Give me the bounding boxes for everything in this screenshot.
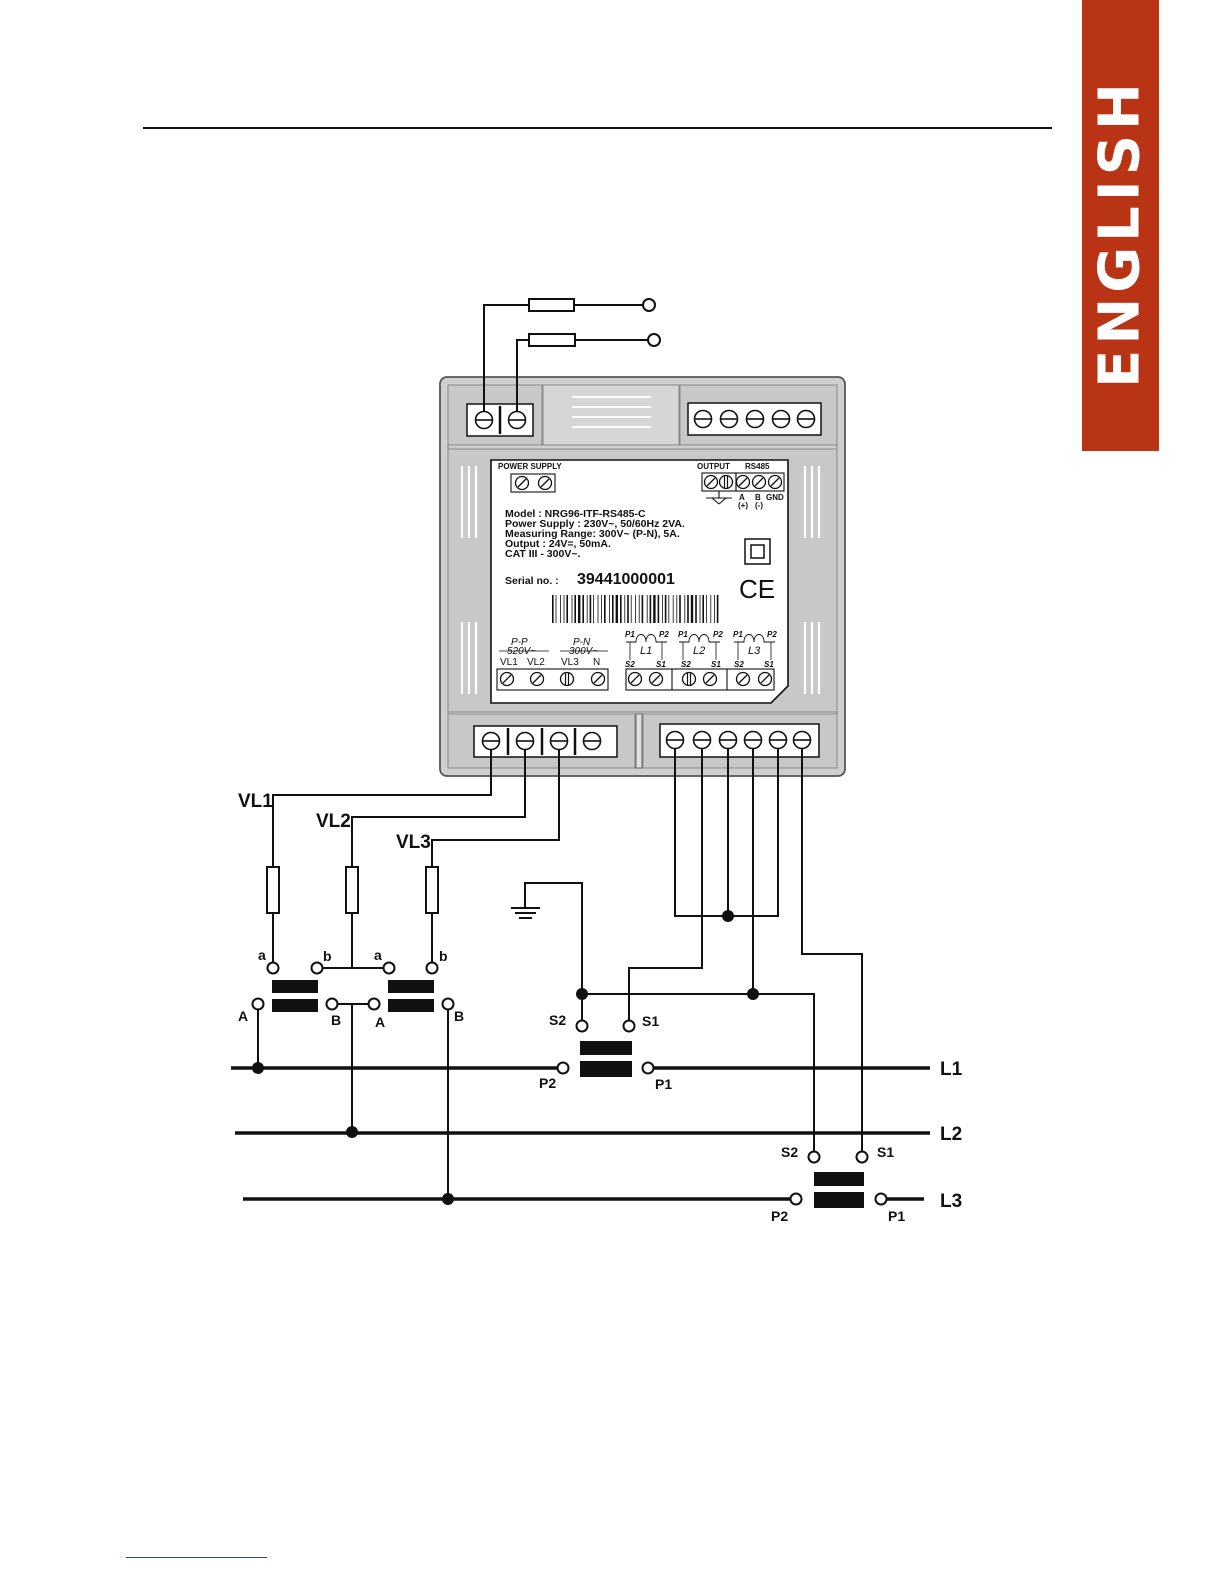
power-supply-label: POWER SUPPLY bbox=[498, 462, 562, 471]
ct1-p1-label: P1 bbox=[655, 1076, 672, 1092]
svg-text:S1: S1 bbox=[764, 660, 774, 669]
line-l3-label: L3 bbox=[940, 1191, 962, 1212]
vt1-A-label: A bbox=[238, 1008, 248, 1024]
output-label: OUTPUT bbox=[697, 462, 730, 471]
double-insulation-icon bbox=[744, 538, 771, 565]
serial-value: 39441000001 bbox=[577, 571, 675, 588]
language-tab: ENGLISH bbox=[1082, 0, 1159, 451]
ct1-s2-label: S2 bbox=[549, 1012, 566, 1028]
vt2-A-label: A bbox=[375, 1014, 385, 1030]
footer-rule bbox=[126, 1557, 267, 1558]
ct3-s2-label: S2 bbox=[781, 1144, 798, 1160]
vt1-a-label: a bbox=[258, 947, 266, 963]
ct3-p1-label: P1 bbox=[888, 1208, 905, 1224]
spec-category: CAT III - 300V~. bbox=[505, 548, 580, 560]
rs485-b-sign: (-) bbox=[755, 501, 763, 510]
svg-text:P2: P2 bbox=[713, 630, 723, 639]
line-l1-label: L1 bbox=[940, 1059, 963, 1080]
svg-text:S2: S2 bbox=[734, 660, 744, 669]
terminal-n-label: N bbox=[593, 657, 600, 668]
pp-value: 520V~ bbox=[507, 646, 536, 657]
main-lines bbox=[231, 1066, 930, 1201]
spec-model: Model : NRG96-ITF-RS485-C bbox=[505, 508, 646, 520]
spec-output: Output : 24V=, 50mA. bbox=[505, 538, 611, 550]
svg-text:S2: S2 bbox=[625, 660, 635, 669]
svg-text:L1: L1 bbox=[640, 645, 652, 657]
ct-symbol-l3: P1 P2 L3 S2 S1 bbox=[733, 630, 777, 669]
svg-text:P2: P2 bbox=[659, 630, 669, 639]
svg-text:P1: P1 bbox=[733, 630, 743, 639]
serial-label: Serial no. : bbox=[505, 575, 559, 587]
barcode bbox=[552, 595, 719, 623]
vl2-label: VL2 bbox=[316, 811, 351, 832]
svg-text:L2: L2 bbox=[693, 645, 705, 657]
rs485-a-sign: (+) bbox=[738, 501, 748, 510]
spec-power-supply: Power Supply : 230V~, 50/60Hz 2VA. bbox=[505, 518, 685, 530]
voltage-wiring bbox=[251, 749, 560, 1199]
vt2-a-label: a bbox=[374, 947, 382, 963]
vt2-B-label: B bbox=[454, 1008, 464, 1024]
current-wiring bbox=[511, 748, 869, 1208]
ct-symbol-l2: P1 P2 L2 S2 S1 bbox=[678, 630, 723, 669]
svg-text:P1: P1 bbox=[625, 630, 635, 639]
terminal-vl1-label: VL1 bbox=[500, 657, 518, 668]
ct1-p2-label: P2 bbox=[539, 1075, 556, 1091]
meter-device: POWER SUPPLY OUTPUT RS485 A (+) B (-) GN… bbox=[439, 376, 846, 777]
vt2-b-label: b bbox=[439, 948, 448, 964]
ct-symbol-l1: P1 P2 L1 S2 S1 bbox=[625, 630, 669, 669]
ct3-p2-label: P2 bbox=[771, 1208, 788, 1224]
rs485-a-label: A bbox=[739, 493, 745, 502]
rs485-b-label: B bbox=[755, 493, 761, 502]
junction-dots bbox=[252, 910, 759, 1205]
rs485-label: RS485 bbox=[745, 462, 770, 471]
svg-text:P2: P2 bbox=[767, 630, 777, 639]
svg-text:L3: L3 bbox=[748, 645, 761, 657]
vl3-label: VL3 bbox=[396, 832, 431, 853]
rs485-gnd-label: GND bbox=[766, 493, 784, 502]
spec-measuring-range: Measuring Range: 300V~ (P-N), 5A. bbox=[505, 528, 680, 540]
svg-text:S1: S1 bbox=[711, 660, 721, 669]
vt1-B-label: B bbox=[331, 1012, 341, 1028]
ct3-s1-label: S1 bbox=[877, 1144, 894, 1160]
pn-label: P-N bbox=[573, 637, 591, 648]
transistor-icon bbox=[706, 491, 732, 505]
vt1-b-label: b bbox=[323, 948, 332, 964]
svg-text:S1: S1 bbox=[656, 660, 666, 669]
svg-text:S2: S2 bbox=[681, 660, 691, 669]
pn-value: 300V~ bbox=[569, 646, 598, 657]
vl1-label: VL1 bbox=[238, 791, 273, 812]
svg-text:P1: P1 bbox=[678, 630, 688, 639]
power-supply-wiring bbox=[483, 298, 661, 412]
pp-label: P-P bbox=[511, 637, 528, 648]
terminal-vl2-label: VL2 bbox=[527, 657, 545, 668]
ct1-s1-label: S1 bbox=[642, 1013, 659, 1029]
line-l2-label: L2 bbox=[940, 1124, 962, 1145]
ce-mark-icon: CE bbox=[739, 574, 775, 604]
terminal-vl3-label: VL3 bbox=[561, 657, 579, 668]
header-rule bbox=[143, 127, 1052, 129]
